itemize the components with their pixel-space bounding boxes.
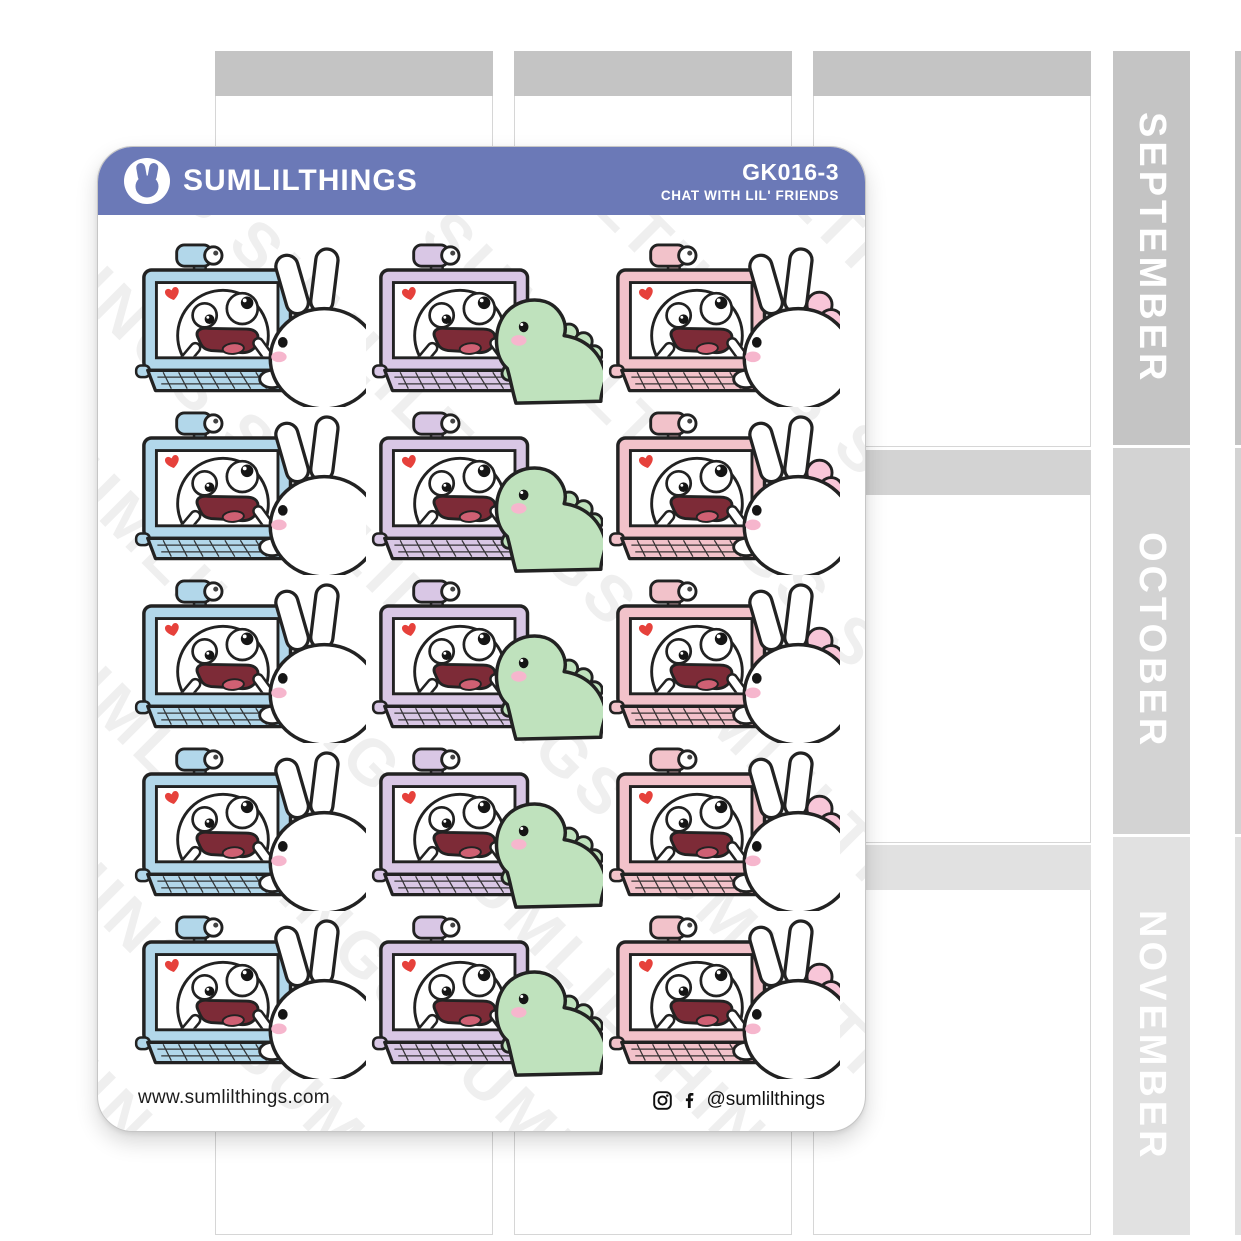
sticker-bunny-pink	[608, 747, 840, 911]
sticker-bunny-pink	[608, 915, 840, 1079]
dino-buddy	[494, 970, 603, 1077]
laptop	[608, 915, 776, 1065]
bunny-buddy	[732, 583, 840, 743]
month-tab-september: SEPTEMBER	[1113, 51, 1190, 445]
sticker-bunny	[134, 411, 366, 575]
bunny-buddy	[732, 751, 840, 911]
laptop	[371, 243, 539, 393]
heart-icon	[401, 455, 416, 468]
planner-page-header	[514, 51, 792, 96]
screen-character	[638, 455, 748, 525]
planner-page-header	[813, 51, 1091, 96]
brand-logo	[124, 158, 170, 204]
bunny-buddy	[258, 583, 366, 743]
screen-character	[401, 791, 511, 861]
bunny-buddy	[732, 247, 840, 407]
social-row: @sumlilthings	[652, 1089, 825, 1111]
month-tab-november: NOVEMBER	[1113, 837, 1190, 1235]
screen-character	[164, 623, 274, 693]
bunny-buddy	[732, 415, 840, 575]
heart-icon	[164, 791, 179, 804]
sticker-dino	[371, 747, 603, 911]
heart-icon	[401, 623, 416, 636]
website-url: www.sumlilthings.com	[138, 1087, 330, 1108]
heart-icon	[164, 287, 179, 300]
sheet-header: SUMLILTHINGS GK016-3 CHAT WITH LIL' FRIE…	[98, 147, 865, 215]
page-edge-strip	[1235, 51, 1241, 445]
brand-wordmark: SUMLILTHINGS	[183, 164, 418, 197]
screen-character	[638, 959, 748, 1029]
bunny-buddy	[258, 415, 366, 575]
sticker-dino	[371, 915, 603, 1079]
laptop	[608, 579, 776, 729]
bunny-buddy	[258, 919, 366, 1079]
laptop	[134, 411, 302, 561]
sheet-header-right: GK016-3 CHAT WITH LIL' FRIENDS	[661, 159, 839, 203]
sheet-title: CHAT WITH LIL' FRIENDS	[660, 188, 839, 203]
social-handle: @sumlilthings	[706, 1089, 825, 1110]
bunny-buddy	[258, 751, 366, 911]
laptop	[608, 411, 776, 561]
heart-icon	[638, 791, 653, 804]
heart-icon	[638, 959, 653, 972]
laptop	[608, 243, 776, 393]
facebook-icon	[686, 1092, 694, 1108]
sticker-dino	[371, 579, 603, 743]
month-tab-october: OCTOBER	[1113, 448, 1190, 834]
heart-icon	[638, 623, 653, 636]
instagram-icon	[653, 1090, 673, 1110]
dino-buddy	[494, 298, 603, 405]
heart-icon	[164, 623, 179, 636]
laptop	[371, 747, 539, 897]
screen-character	[638, 791, 748, 861]
sticker-sheet: SUMLILTHINGS SUMLILTHINGS SUMLILTHINGS S…	[97, 146, 866, 1132]
heart-icon	[638, 455, 653, 468]
sticker-grid	[134, 243, 840, 1079]
bunny-logo-icon	[124, 158, 170, 204]
sticker-bunny-pink	[608, 411, 840, 575]
dino-buddy	[494, 802, 603, 909]
heart-icon	[164, 959, 179, 972]
page-edge-strip	[1235, 837, 1241, 1235]
heart-icon	[164, 455, 179, 468]
bunny-buddy	[732, 919, 840, 1079]
dino-buddy	[494, 466, 603, 573]
planner-page-header	[215, 51, 493, 96]
laptop	[134, 243, 302, 393]
screen-character	[638, 623, 748, 693]
sticker-bunny	[134, 915, 366, 1079]
bunny-buddy	[258, 247, 366, 407]
heart-icon	[638, 287, 653, 300]
heart-icon	[401, 791, 416, 804]
sticker-dino	[371, 243, 603, 407]
screen-character	[638, 287, 748, 357]
sticker-bunny	[134, 243, 366, 407]
sticker-bunny	[134, 747, 366, 911]
sticker-dino	[371, 411, 603, 575]
sticker-bunny-pink	[608, 579, 840, 743]
page-edge-strip	[1235, 448, 1241, 834]
dino-buddy	[494, 634, 603, 741]
screen-character	[164, 959, 274, 1029]
screen-character	[164, 287, 274, 357]
sku-code: GK016-3	[742, 159, 839, 185]
heart-icon	[401, 959, 416, 972]
sticker-bunny-pink	[608, 243, 840, 407]
sticker-bunny	[134, 579, 366, 743]
screen-character	[401, 287, 511, 357]
screen-character	[164, 791, 274, 861]
screen-character	[164, 455, 274, 525]
heart-icon	[401, 287, 416, 300]
